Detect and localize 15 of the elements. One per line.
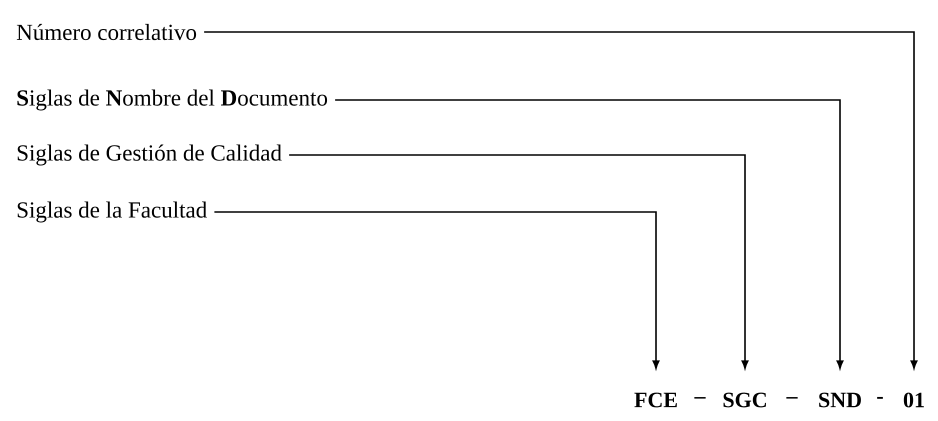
label-text: Número correlativo	[16, 24, 196, 40]
leader-arrow	[214, 211, 660, 369]
separator-dash: -	[877, 396, 883, 399]
leader-arrow	[204, 31, 918, 369]
code-part: 01	[904, 392, 924, 408]
code-part: SGC	[724, 392, 766, 408]
label-text: Siglas de Gestión de Calidad	[18, 144, 282, 166]
separator-dash: –	[694, 397, 706, 399]
separator-dash: –	[786, 397, 798, 399]
leader-arrow	[289, 154, 748, 369]
leader-arrow	[335, 99, 844, 369]
label-text: Siglas de Nombre del Documento	[17, 90, 328, 110]
code-part: FCE	[634, 392, 677, 408]
code-part: SND	[819, 392, 861, 408]
label-text: Siglas de la Facultad	[18, 202, 207, 222]
